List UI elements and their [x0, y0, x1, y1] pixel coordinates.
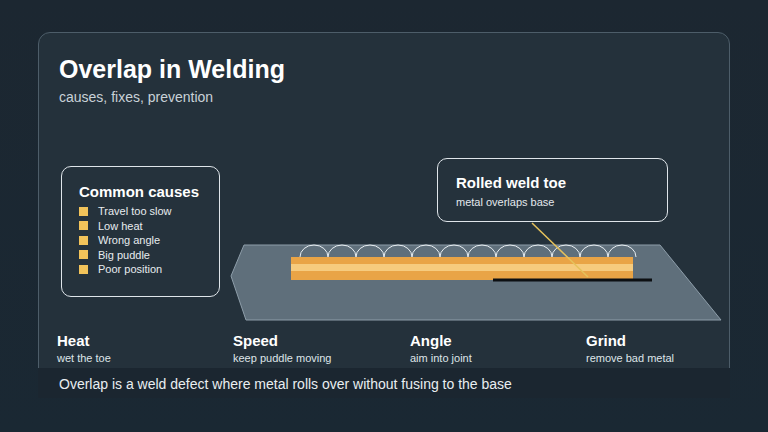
- fix-heading: Heat: [57, 332, 90, 349]
- ripple: [468, 245, 496, 257]
- cause-item: Big puddle: [79, 249, 207, 261]
- box-body: metal overlaps base: [456, 196, 655, 208]
- cause-text: Travel too slow: [98, 205, 172, 217]
- callout-box: Rolled weld toe metal overlaps base: [437, 158, 668, 222]
- causes-box: Common causesTravel too slowLow heatWron…: [61, 166, 220, 297]
- base-plate: [231, 245, 721, 320]
- cause-item: Low heat: [79, 220, 207, 232]
- fix-note: aim into joint: [410, 352, 472, 364]
- bead-ripples: [300, 245, 636, 257]
- box-heading: Common causes: [79, 183, 207, 200]
- cause-text: Poor position: [98, 263, 162, 275]
- fix-note: remove bad metal: [586, 352, 674, 364]
- ripple: [412, 245, 440, 257]
- cause-item: Wrong angle: [79, 234, 207, 246]
- fix-note: wet the toe: [57, 352, 111, 364]
- ripple: [384, 245, 412, 257]
- ripple: [328, 245, 356, 257]
- unfused-line: [493, 279, 652, 282]
- ripple: [580, 245, 608, 257]
- fix-heading: Grind: [586, 332, 626, 349]
- cause-text: Big puddle: [98, 249, 150, 261]
- box-heading: Rolled weld toe: [456, 174, 655, 191]
- cause-text: Low heat: [98, 220, 143, 232]
- ripple: [300, 245, 328, 257]
- bullet-square: [79, 207, 88, 216]
- title: Overlap in Welding: [59, 55, 285, 84]
- fix-heading: Angle: [410, 332, 452, 349]
- fix-heading: Speed: [233, 332, 278, 349]
- cause-text: Wrong angle: [98, 234, 160, 246]
- cause-item: Poor position: [79, 263, 207, 275]
- ripple: [356, 245, 384, 257]
- ripple: [496, 245, 524, 257]
- ripple: [608, 245, 636, 257]
- ripple: [524, 245, 552, 257]
- leader-line: [532, 223, 588, 277]
- bullet-square: [79, 221, 88, 230]
- weld-bead: [291, 257, 633, 280]
- bullet-square: [79, 250, 88, 259]
- ripple: [440, 245, 468, 257]
- caption: Overlap is a weld defect where metal rol…: [59, 376, 512, 392]
- cause-item: Travel too slow: [79, 205, 207, 217]
- bullet-square: [79, 265, 88, 274]
- bullet-square: [79, 236, 88, 245]
- subtitle: causes, fixes, prevention: [59, 89, 213, 105]
- fix-note: keep puddle moving: [233, 352, 331, 364]
